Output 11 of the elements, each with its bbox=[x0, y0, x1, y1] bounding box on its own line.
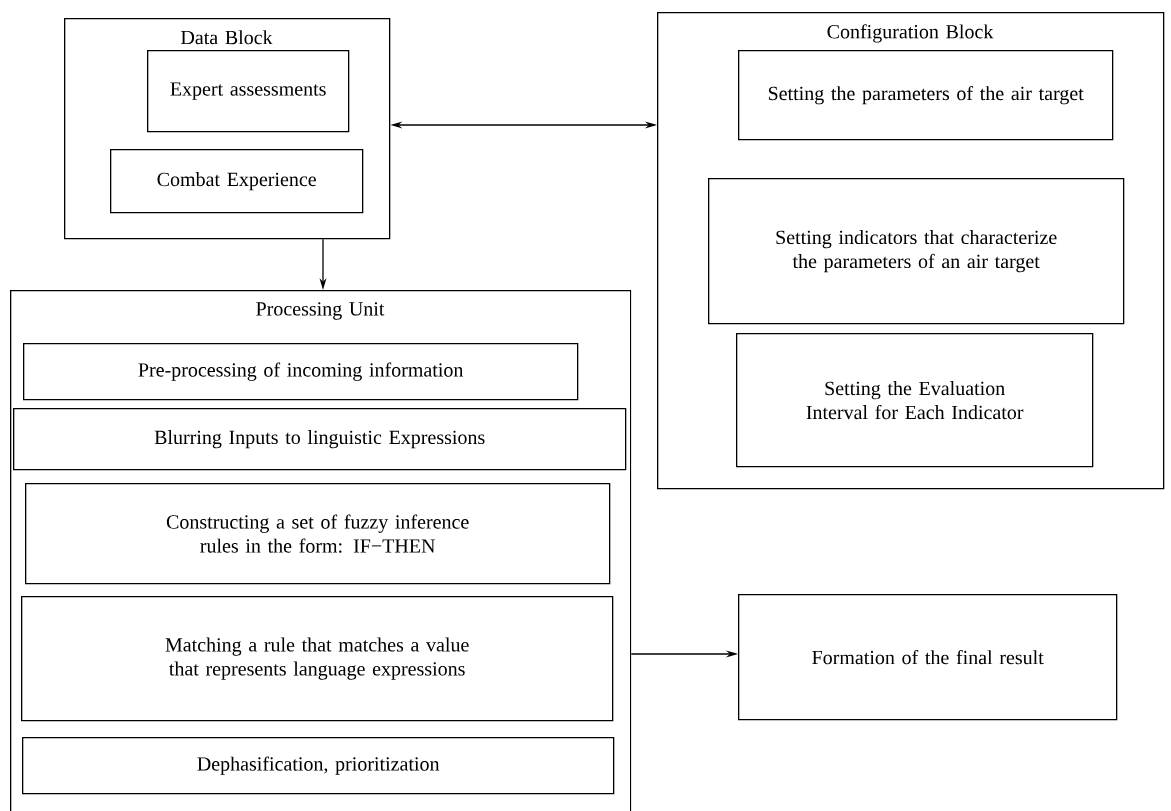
process-box: Constructing a set of fuzzy inference rules in the form: IF−THEN bbox=[25, 483, 611, 585]
process-box: Setting indicators that characterize the parameters of an air target bbox=[708, 178, 1125, 325]
process-box: Formation of the final result bbox=[738, 594, 1118, 721]
process-box: Pre-processing of incoming information bbox=[23, 343, 579, 401]
process-box: Setting the Evaluation Interval for Each Indicator bbox=[736, 333, 1094, 468]
process-box: Matching a rule that matches a value that represents language expressions bbox=[21, 596, 614, 722]
process-box: Setting the parameters of the air target bbox=[738, 50, 1114, 141]
process-box: Blurring Inputs to linguistic Expressions bbox=[13, 408, 627, 471]
process-box: Dephasification, prioritization bbox=[22, 737, 615, 795]
process-box: Combat Experience bbox=[110, 149, 364, 214]
process-box: Expert assessments bbox=[147, 50, 350, 133]
